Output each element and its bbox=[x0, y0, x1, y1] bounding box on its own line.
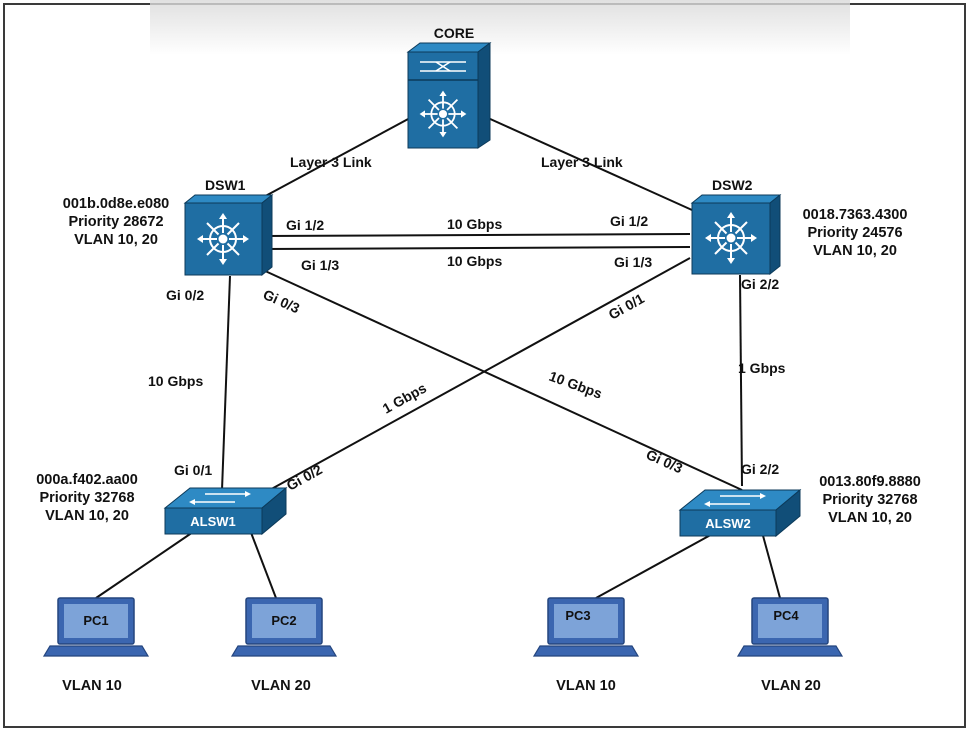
label-dsw2-alsw2-speed: 1 Gbps bbox=[738, 360, 786, 376]
port-alsw1-gi01: Gi 0/1 bbox=[174, 462, 212, 478]
pc1-label: PC1 bbox=[83, 613, 108, 628]
port-dsw1-gi02: Gi 0/2 bbox=[166, 287, 204, 303]
link-dsw1-dsw2-gi13 bbox=[262, 246, 691, 250]
label-dsw2-alsw1-speed: 1 Gbps bbox=[380, 380, 429, 417]
link-dsw1-alsw1 bbox=[221, 275, 231, 491]
link-dsw2-alsw1 bbox=[265, 257, 691, 493]
label-dsw1-alsw1-speed: 10 Gbps bbox=[148, 373, 203, 389]
label-dsw-top-speed: 10 Gbps bbox=[447, 216, 502, 232]
core-switch[interactable] bbox=[406, 42, 492, 149]
port-dsw2-gi22: Gi 2/2 bbox=[741, 276, 779, 292]
link-dsw1-dsw2-gi12 bbox=[262, 233, 691, 237]
alsw1-label: ALSW1 bbox=[190, 514, 236, 529]
dsw1-mac: 001b.0d8e.e080 bbox=[63, 196, 169, 212]
pc3-vlan: VLAN 10 bbox=[556, 678, 616, 694]
port-dsw1-gi13: Gi 1/3 bbox=[301, 257, 339, 273]
alsw1-mac: 000a.f402.aa00 bbox=[36, 472, 138, 488]
alsw2-vlans: VLAN 10, 20 bbox=[828, 510, 912, 526]
pc2-vlan: VLAN 20 bbox=[251, 678, 311, 694]
pc4-vlan: VLAN 20 bbox=[761, 678, 821, 694]
pc2-label: PC2 bbox=[271, 613, 296, 628]
alsw1-priority: Priority 32768 bbox=[39, 490, 134, 506]
core-label: CORE bbox=[434, 25, 474, 41]
dsw2-priority: Priority 24576 bbox=[807, 225, 902, 241]
alsw2-mac: 0013.80f9.8880 bbox=[819, 474, 921, 490]
pc3-label: PC3 bbox=[565, 608, 590, 623]
pc3-laptop[interactable] bbox=[532, 597, 640, 657]
link-alsw1-pc1 bbox=[95, 529, 197, 599]
pc1-laptop[interactable] bbox=[42, 597, 150, 657]
alsw1-vlans: VLAN 10, 20 bbox=[45, 508, 129, 524]
link-dsw1-alsw2 bbox=[262, 269, 743, 491]
link-alsw2-pc3 bbox=[595, 531, 717, 599]
dsw1-label: DSW1 bbox=[205, 177, 246, 193]
label-core-dsw2-link: Layer 3 Link bbox=[541, 154, 623, 170]
port-alsw1-gi02: Gi 0/2 bbox=[284, 461, 325, 494]
dsw2-switch[interactable] bbox=[690, 193, 782, 276]
link-core-dsw1 bbox=[257, 117, 411, 201]
dsw1-vlans: VLAN 10, 20 bbox=[74, 232, 158, 248]
pc2-laptop[interactable] bbox=[230, 597, 338, 657]
port-alsw2-gi03: Gi 0/3 bbox=[644, 446, 686, 476]
alsw2-priority: Priority 32768 bbox=[822, 492, 917, 508]
top-shade bbox=[150, 0, 850, 55]
port-dsw2-gi01: Gi 0/1 bbox=[606, 290, 647, 323]
port-dsw2-gi13: Gi 1/3 bbox=[614, 254, 652, 270]
alsw2-switch[interactable] bbox=[678, 488, 802, 538]
alsw1-switch[interactable] bbox=[163, 486, 288, 536]
port-dsw1-gi12: Gi 1/2 bbox=[286, 217, 324, 233]
dsw2-mac: 0018.7363.4300 bbox=[803, 207, 908, 223]
dsw1-switch[interactable] bbox=[183, 193, 274, 277]
link-dsw2-alsw2 bbox=[739, 274, 743, 487]
link-alsw2-pc4 bbox=[761, 531, 781, 599]
link-core-dsw2 bbox=[487, 117, 693, 211]
link-alsw1-pc2 bbox=[249, 529, 277, 599]
pc1-vlan: VLAN 10 bbox=[62, 678, 122, 694]
port-dsw2-gi12: Gi 1/2 bbox=[610, 213, 648, 229]
pc4-laptop[interactable] bbox=[736, 597, 844, 657]
pc4-label: PC4 bbox=[773, 608, 799, 623]
alsw2-label: ALSW2 bbox=[705, 516, 751, 531]
label-dsw1-alsw2-speed: 10 Gbps bbox=[547, 368, 605, 402]
dsw2-vlans: VLAN 10, 20 bbox=[813, 243, 897, 259]
label-core-dsw1-link: Layer 3 Link bbox=[290, 154, 372, 170]
dsw1-priority: Priority 28672 bbox=[68, 214, 163, 230]
port-dsw1-gi03: Gi 0/3 bbox=[261, 286, 303, 316]
dsw2-label: DSW2 bbox=[712, 177, 753, 193]
label-dsw-bottom-speed: 10 Gbps bbox=[447, 253, 502, 269]
port-alsw2-gi22: Gi 2/2 bbox=[741, 461, 779, 477]
